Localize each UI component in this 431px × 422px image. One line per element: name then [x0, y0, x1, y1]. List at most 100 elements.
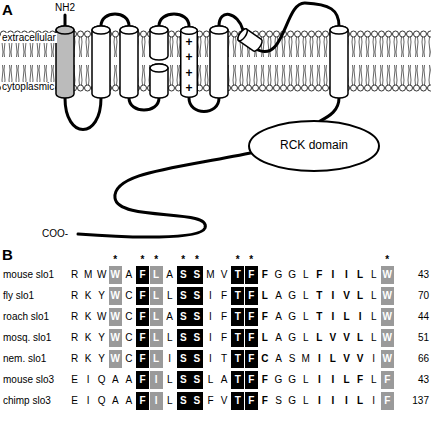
residue-cell: W: [109, 266, 122, 284]
residue-cell: V: [340, 329, 353, 347]
charge-sign: +: [185, 82, 192, 94]
residue-cell: I: [82, 371, 95, 389]
residue-cell: F: [381, 392, 394, 410]
residue-cell: L: [367, 371, 380, 389]
residue-cell: T: [231, 392, 244, 410]
residue-cell: L: [150, 329, 163, 347]
residue-cell: R: [68, 329, 81, 347]
residue-cell: T: [218, 350, 231, 368]
residue-cell: E: [68, 392, 81, 410]
residue-cell: S: [177, 329, 190, 347]
residue-cell: L: [258, 329, 271, 347]
residue-cell: L: [354, 392, 367, 410]
residue-cell: F: [258, 308, 271, 326]
residue-cell: Y: [95, 350, 108, 368]
residue-cell: T: [313, 287, 326, 305]
species-name: nem. slo1: [3, 354, 46, 364]
residue-cell: L: [150, 350, 163, 368]
residue-cell: V: [218, 266, 231, 284]
helix-body: [181, 27, 198, 98]
compartment-label: cytoplasmic: [1, 82, 55, 92]
transmembrane-helices: [56, 26, 348, 98]
residue-cell: L: [313, 329, 326, 347]
residue-cell: A: [272, 308, 285, 326]
residue-cell: A: [122, 266, 135, 284]
residue-cell: G: [286, 329, 299, 347]
residue-cell: S: [190, 266, 203, 284]
residue-cell: C: [122, 287, 135, 305]
residue-cell: V: [340, 350, 353, 368]
residue-cell: L: [258, 287, 271, 305]
residue-cell: V: [340, 287, 353, 305]
charge-sign: +: [185, 36, 192, 48]
residue-cell: F: [136, 287, 149, 305]
residue-cell: F: [136, 350, 149, 368]
residue-cell: W: [109, 308, 122, 326]
residue-number: 66: [418, 354, 429, 364]
residue-number: 137: [412, 396, 429, 406]
residue-cell: L: [163, 392, 176, 410]
residue-cell: W: [95, 266, 108, 284]
residue-cell: G: [286, 287, 299, 305]
residue-cell: S: [177, 308, 190, 326]
residue-cell: I: [163, 350, 176, 368]
residue-cell: K: [82, 287, 95, 305]
node-label: RCK domain: [280, 139, 348, 151]
residue-cell: V: [354, 350, 367, 368]
residue-cell: E: [68, 371, 81, 389]
residue-cell: F: [245, 329, 258, 347]
residue-cell: L: [163, 371, 176, 389]
residue-cell: F: [258, 371, 271, 389]
species-name: mosq. slo1: [3, 333, 51, 343]
residue-cell: A: [272, 329, 285, 347]
residue-cell: I: [204, 350, 217, 368]
residue-cell: L: [299, 392, 312, 410]
residue-cell: C: [122, 350, 135, 368]
panel-letter: B: [2, 247, 13, 262]
residue-cell: S: [177, 287, 190, 305]
species-name: fly slo1: [3, 291, 34, 301]
residue-cell: G: [286, 371, 299, 389]
residue-cell: W: [381, 329, 394, 347]
residue-cell: S: [177, 392, 190, 410]
residue-cell: G: [272, 266, 285, 284]
residue-cell: F: [136, 308, 149, 326]
domain-outline: [249, 121, 379, 171]
residue-cell: A: [122, 392, 135, 410]
residue-cell: L: [367, 266, 380, 284]
residue-cell: M: [82, 266, 95, 284]
terminus-label: NH2: [55, 3, 75, 13]
species-name: roach slo1: [3, 312, 49, 322]
residue-cell: L: [163, 287, 176, 305]
residue-cell: T: [231, 329, 244, 347]
residue-number: 70: [418, 291, 429, 301]
residue-cell: T: [231, 371, 244, 389]
residue-cell: I: [313, 350, 326, 368]
residue-cell: G: [286, 392, 299, 410]
residue-cell: Q: [95, 371, 108, 389]
residue-cell: W: [381, 287, 394, 305]
residue-cell: I: [326, 392, 339, 410]
residue-cell: L: [326, 350, 339, 368]
residue-cell: F: [313, 266, 326, 284]
residue-cell: K: [82, 308, 95, 326]
species-name: chimp slo3: [3, 396, 51, 406]
residue-cell: L: [299, 371, 312, 389]
residue-cell: W: [95, 308, 108, 326]
residue-cell: W: [109, 287, 122, 305]
residue-cell: F: [381, 371, 394, 389]
residue-cell: I: [313, 392, 326, 410]
residue-cell: I: [150, 392, 163, 410]
residue-cell: R: [68, 308, 81, 326]
helix-cap: [181, 27, 198, 35]
residue-cell: Y: [95, 329, 108, 347]
residue-cell: F: [245, 392, 258, 410]
residue-cell: I: [367, 392, 380, 410]
residue-cell: I: [326, 371, 339, 389]
residue-cell: F: [204, 392, 217, 410]
residue-cell: C: [122, 308, 135, 326]
charge-sign: +: [185, 51, 192, 63]
residue-cell: A: [163, 266, 176, 284]
residue-cell: I: [367, 350, 380, 368]
residue-cell: I: [354, 308, 367, 326]
